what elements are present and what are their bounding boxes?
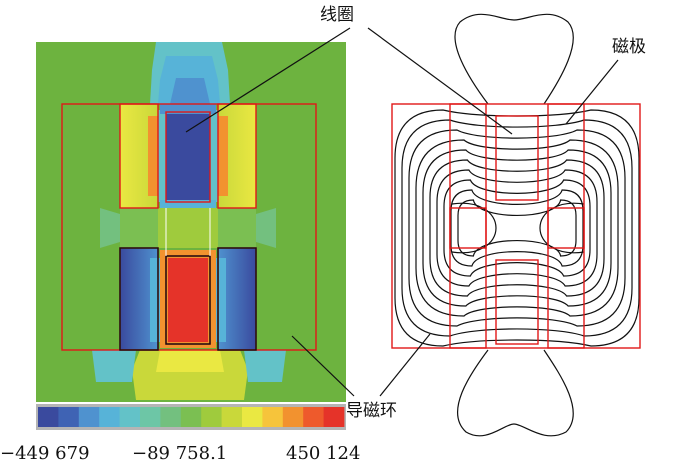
colorbar-swatch	[201, 407, 222, 427]
flux-loop	[394, 109, 640, 347]
upper-left-pale	[158, 110, 166, 202]
colorbar-swatch	[221, 407, 243, 427]
flux-loop	[422, 149, 612, 307]
colorbar-swatch	[78, 407, 100, 427]
lower-left-cyan	[150, 258, 162, 342]
colorbar-swatch	[180, 407, 202, 427]
ring-leader-right	[379, 333, 431, 397]
pole-leader	[565, 59, 619, 125]
flux-line-map	[391, 13, 641, 437]
colorbar-mid-label: −89 758.1	[132, 443, 227, 464]
lower-coil-field	[168, 258, 208, 342]
colorbar-swatch	[323, 407, 345, 427]
flux-loop	[443, 179, 591, 277]
upper-coil-rim-bottom	[160, 200, 216, 210]
flux-loop	[436, 169, 598, 287]
flux-inner-left	[451, 202, 497, 254]
colorbar-swatch	[119, 407, 141, 427]
coil-label: 线圈	[320, 5, 354, 25]
lower-right-cyan	[214, 258, 226, 342]
field-top-halo-core	[170, 78, 210, 104]
middle-band-left	[120, 208, 158, 248]
field-bottom-left-cyan	[92, 350, 136, 382]
flux-loop	[408, 129, 626, 327]
colorbar-swatch	[160, 407, 182, 427]
middle-band-center	[158, 208, 218, 248]
middle-cyan-left	[100, 208, 120, 248]
middle-cyan-right	[256, 208, 276, 248]
colorbar-swatches	[38, 407, 345, 427]
flux-inner-right	[539, 202, 585, 254]
colorbar-swatch	[262, 407, 284, 427]
middle-band-right	[218, 208, 256, 248]
flux-loop	[415, 139, 619, 317]
ring-label: 导磁环	[346, 401, 397, 421]
upper-coil-field	[166, 112, 210, 206]
flux-top-lobe	[454, 13, 574, 105]
colorbar-swatch	[242, 407, 263, 427]
field-bottom-halo-inner	[156, 350, 224, 372]
colorbar-swatch	[38, 407, 59, 427]
colorbar-min-label: −449 679	[0, 443, 90, 464]
annotations: 线圈 磁极 导磁环	[185, 5, 646, 421]
colorbar-swatch	[58, 407, 80, 427]
field-contour-map	[36, 42, 346, 402]
pole-label: 磁极	[612, 37, 646, 57]
coil-leader-right	[367, 27, 513, 135]
colorbar-swatch	[282, 407, 304, 427]
colorbar-swatch	[99, 407, 120, 427]
flux-red-outline	[391, 103, 641, 349]
coil-leader-left	[185, 27, 351, 133]
field-bottom-right-cyan	[244, 350, 286, 382]
flux-loop	[450, 189, 584, 267]
upper-coil-rim	[160, 104, 216, 114]
flux-loop	[429, 159, 605, 297]
lower-black-outline	[119, 247, 257, 351]
flux-bottom-lobe	[456, 349, 574, 437]
flux-loops	[394, 109, 640, 347]
ring-leader-left	[291, 335, 355, 397]
colorbar-max-label: 450 124	[286, 443, 360, 464]
colorbar: −449 679 −89 758.1 450 124	[0, 404, 360, 464]
colorbar-swatch	[140, 407, 161, 427]
colorbar-swatch	[303, 407, 324, 427]
upper-right-pale	[210, 110, 218, 202]
